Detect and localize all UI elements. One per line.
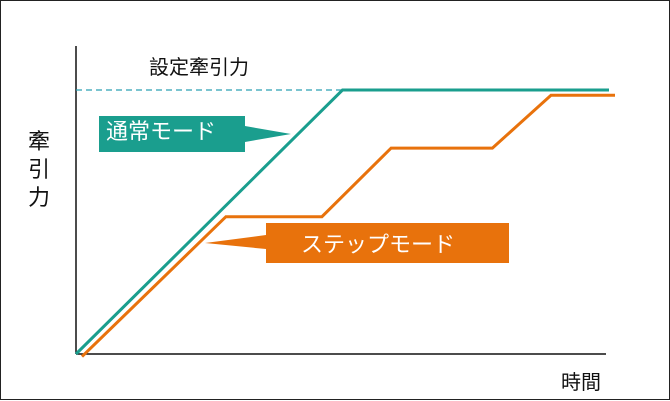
callout-normal-mode-box — [99, 116, 291, 152]
ylabel-char-2: 引 — [28, 158, 50, 183]
series-line-normal-mode — [74, 88, 609, 356]
ylabel-char-1: 牽 — [28, 130, 50, 155]
callout-step-mode-box — [205, 223, 509, 263]
x-axis-label: 時間 — [561, 370, 601, 394]
callout-normal-mode-text: 通常モード — [106, 120, 216, 145]
ylabel-char-3: 力 — [28, 186, 50, 211]
callout-step-mode: ステップモード — [205, 223, 509, 263]
target-label: 設定牽引力 — [149, 55, 249, 79]
callout-step-mode-text: ステップモード — [301, 233, 455, 258]
series-line-step-mode — [80, 93, 615, 358]
callout-normal-mode: 通常モード — [99, 116, 291, 152]
